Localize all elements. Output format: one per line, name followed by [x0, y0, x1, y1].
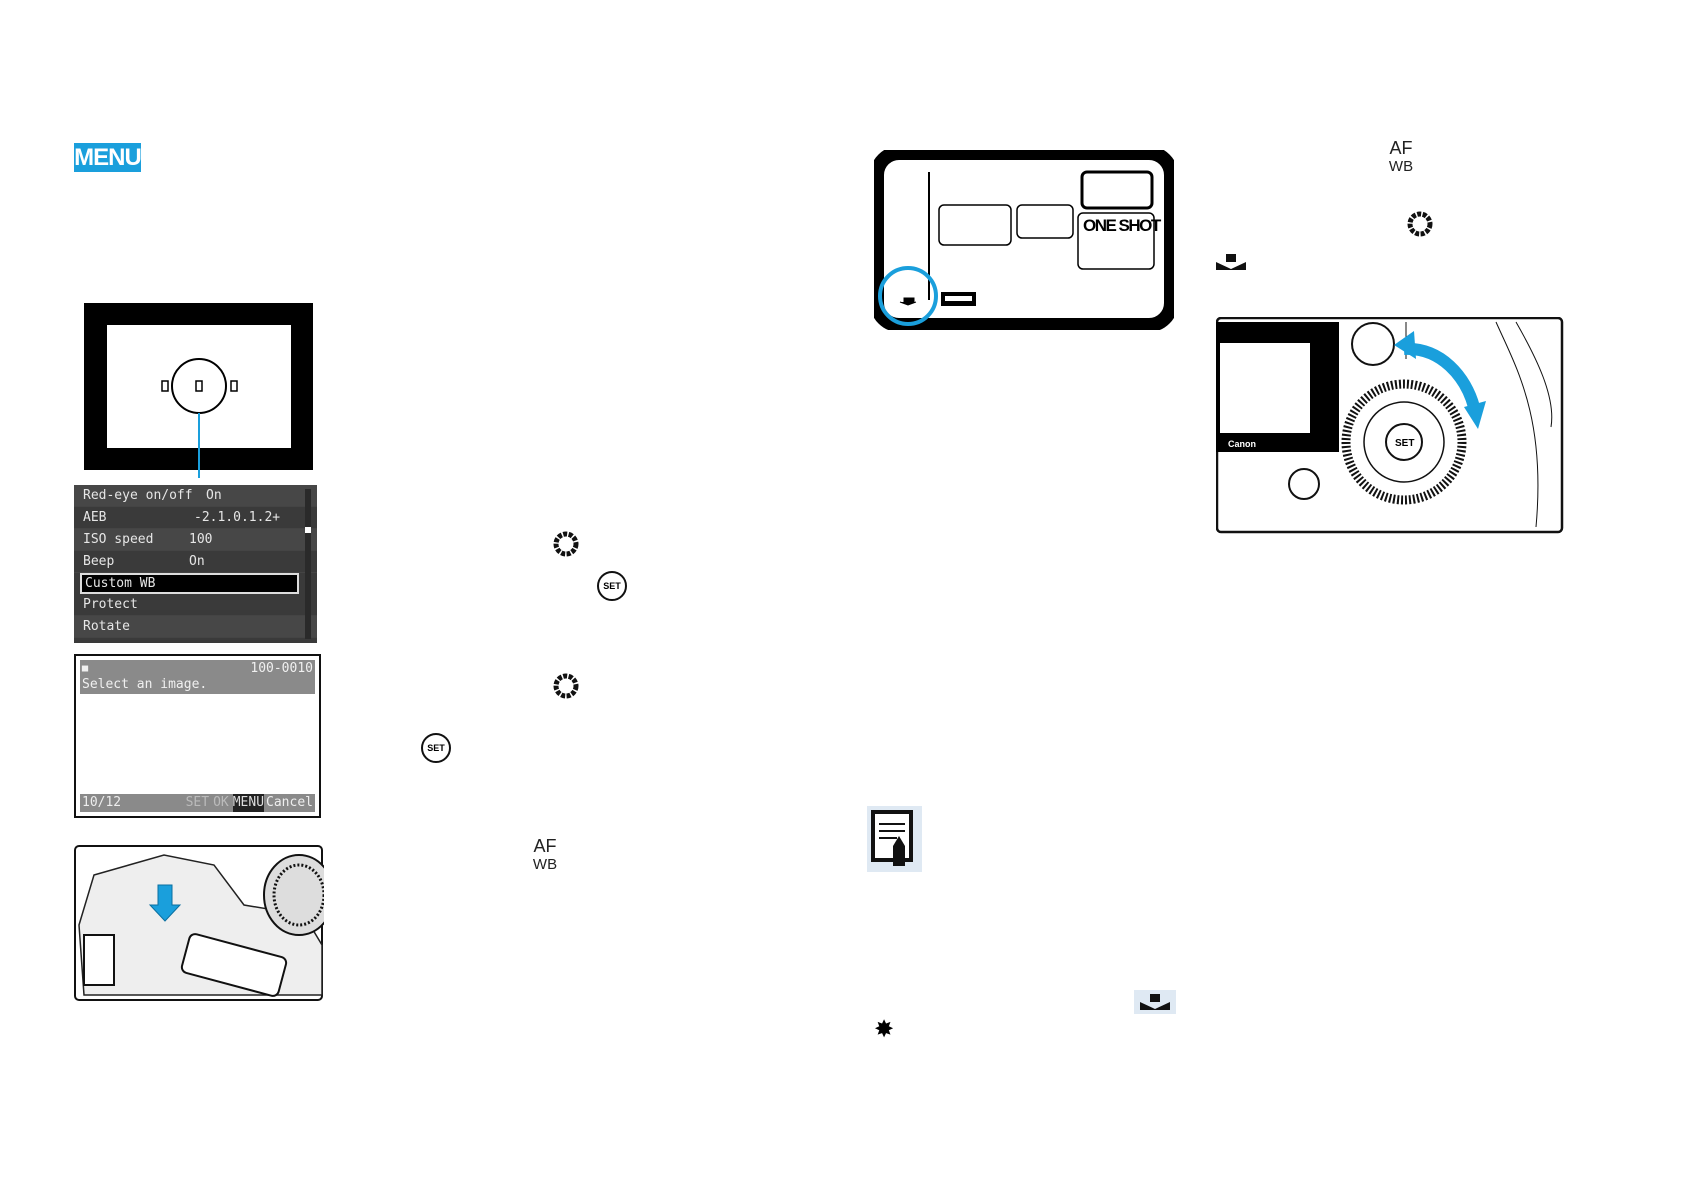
note-icon	[867, 806, 922, 872]
menu-item-aeb[interactable]: AEB -2.1.0.1.2+	[74, 507, 317, 529]
custom-wb-icon: ▄	[82, 661, 89, 672]
set-button-icon: SET	[421, 733, 451, 763]
menu-item-label: Rotate	[83, 619, 130, 634]
top-lcd-panel-illustration	[874, 150, 1174, 330]
menu-item-label: Red-eye on/off	[83, 488, 193, 503]
menu-item-label: Protect	[83, 597, 138, 612]
menu-item-custom-wb[interactable]: Custom WB	[80, 573, 299, 594]
viewfinder-illustration	[84, 303, 313, 478]
daylight-wb-icon: ✸	[874, 1016, 895, 1043]
menu-item-red-eye[interactable]: Red-eye on/off On	[74, 485, 317, 507]
menu-item-value: -2.1.0.1.2+	[194, 510, 281, 525]
menu-hint: MENU	[232, 794, 265, 812]
menu-item-value: On	[189, 554, 205, 569]
select-header: ▄ 100-0010 Select an image.	[80, 660, 315, 694]
menu-item-rotate[interactable]: Rotate	[74, 616, 317, 638]
menu-badge: MENU	[74, 143, 142, 172]
set-button-label: SET	[1395, 438, 1414, 449]
select-footer: 10/12 SET OK MENU Cancel	[80, 794, 315, 812]
menu-item-value: 100	[189, 532, 213, 547]
cancel-hint: Cancel	[266, 795, 313, 810]
menu-item-protect[interactable]: Protect	[74, 594, 317, 616]
menu-item-iso[interactable]: ISO speed 100	[74, 529, 317, 551]
af-label: AF	[533, 836, 557, 856]
menu-item-beep[interactable]: Beep On	[74, 551, 317, 573]
menu-item-label: Beep	[83, 554, 115, 569]
wb-label: WB	[1388, 158, 1414, 175]
select-prompt: Select an image.	[82, 677, 208, 692]
brand-logo: Canon	[1228, 439, 1256, 449]
menu-item-value: On	[206, 488, 222, 503]
custom-wb-icon	[1216, 254, 1246, 270]
file-number: 100-0010	[250, 661, 313, 676]
camera-top-illustration	[74, 845, 324, 1001]
main-dial-icon	[553, 531, 579, 557]
main-dial-icon	[1407, 211, 1433, 237]
one-shot-label: ONE SHOT	[1083, 216, 1161, 235]
wb-label: WB	[532, 856, 558, 873]
af-label: AF	[1389, 138, 1413, 158]
menu-item-label: AEB	[83, 510, 107, 525]
select-image-screen: ▄ 100-0010 Select an image. 10/12 SET OK…	[74, 654, 321, 818]
menu-item-label: Custom WB	[85, 576, 156, 591]
ok-hint: OK	[213, 795, 229, 810]
custom-wb-icon	[1134, 990, 1176, 1014]
set-button-icon: SET	[597, 571, 627, 601]
set-hint: SET	[185, 795, 210, 810]
scrollbar[interactable]	[305, 489, 311, 639]
image-counter: 10/12	[82, 795, 122, 810]
main-dial-icon	[553, 673, 579, 699]
camera-back-illustration: Canon SET	[1216, 317, 1564, 534]
menu-item-label: ISO speed	[83, 532, 154, 547]
